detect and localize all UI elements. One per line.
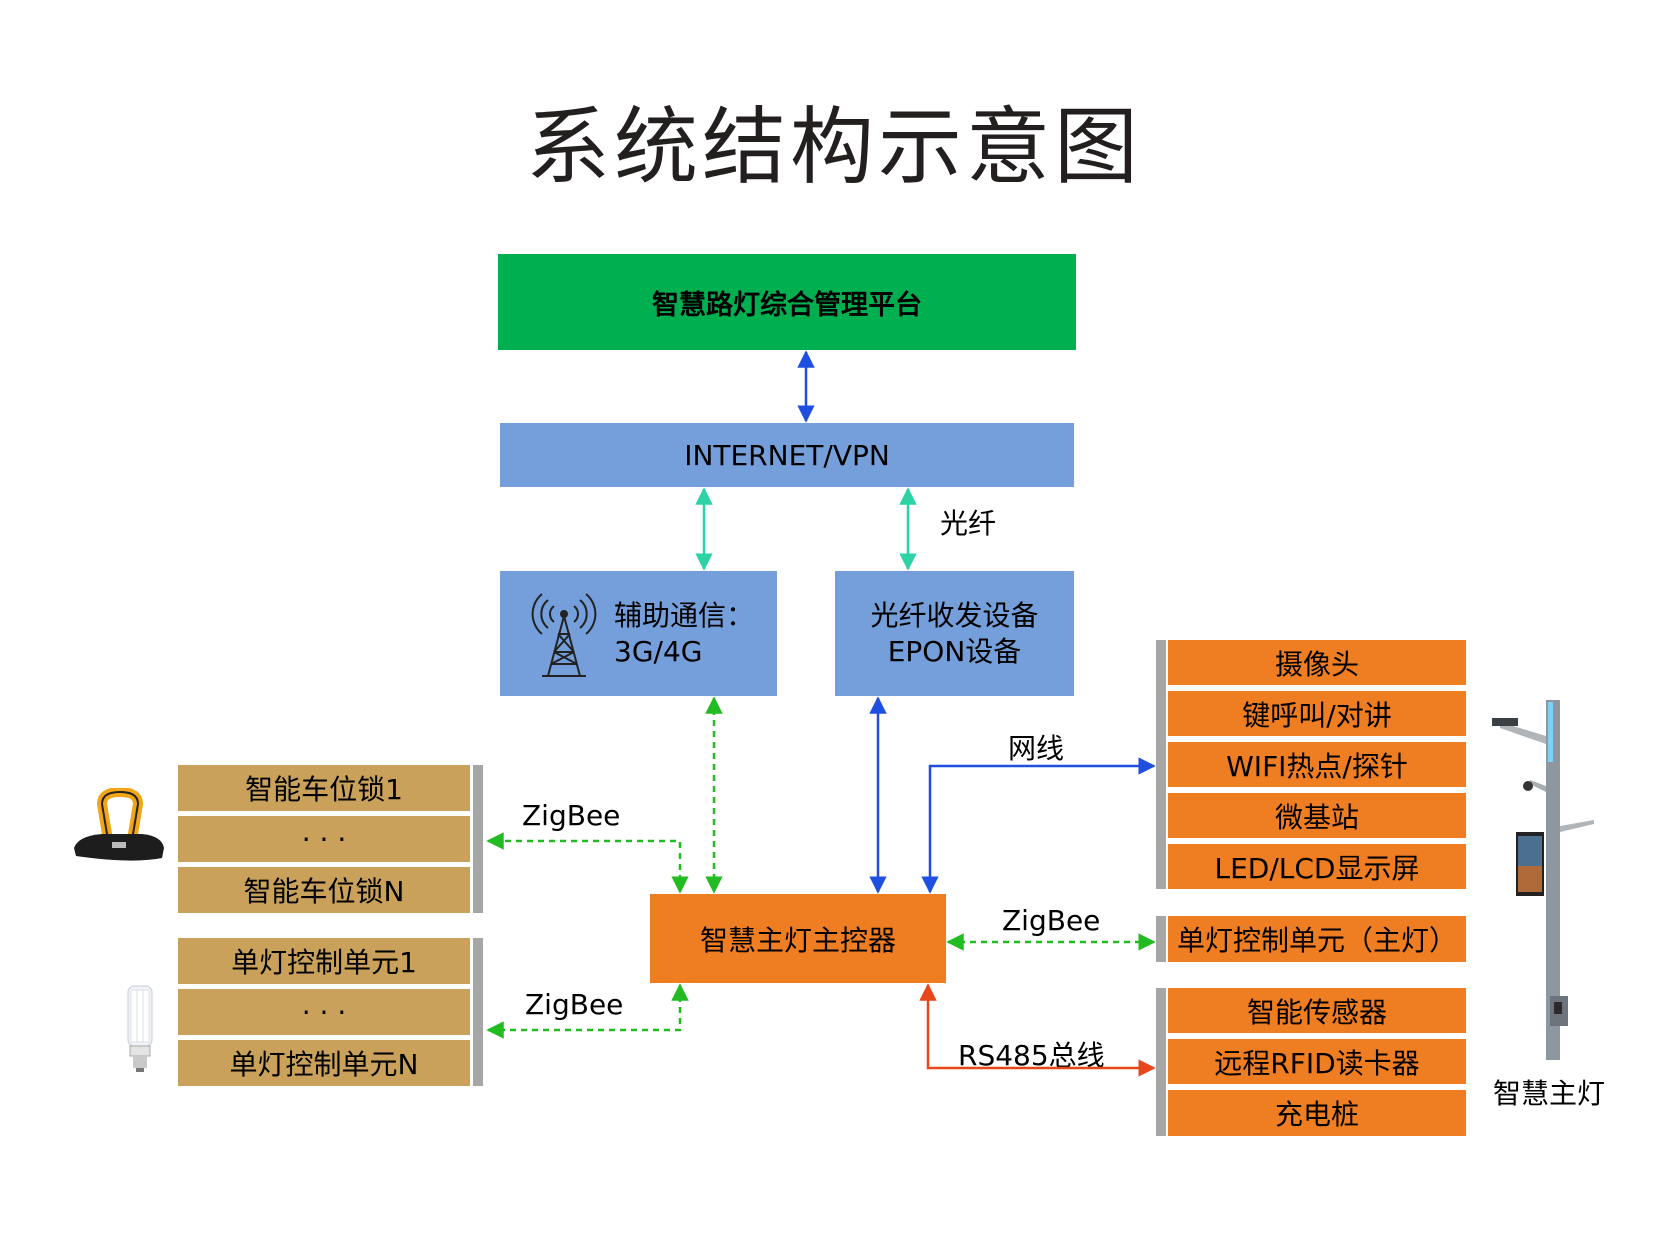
lamp-unit-ellipsis: · · ·: [178, 989, 470, 1035]
lamp-group-bar: [473, 938, 483, 1086]
charging-pile-item: 充电桩: [1168, 1090, 1466, 1136]
controller-parking-arrow: [486, 832, 689, 894]
smart-pole-label: 智慧主灯: [1493, 1077, 1606, 1110]
signal-tower-icon: [531, 592, 597, 677]
parking-group-bar: [473, 765, 483, 913]
intercom-item: 键呼叫/对讲: [1168, 691, 1466, 736]
fiber-box-label-2: EPON设备: [887, 634, 1022, 668]
bus-group-bar: [1156, 988, 1166, 1136]
parking-lock-1: 智能车位锁1: [178, 765, 470, 811]
aux-comm-label-2: 3G/4G: [614, 634, 703, 668]
main-lamp-control-unit: 单灯控制单元（主灯）: [1168, 916, 1466, 962]
page-title: 系统结构示意图: [525, 98, 1142, 196]
smart-sensor-item: 智能传感器: [1168, 988, 1466, 1033]
micro-base-station-item: 微基站: [1168, 793, 1466, 838]
lamp-unit-1: 单灯控制单元1: [178, 938, 470, 984]
management-platform-box: 智慧路灯综合管理平台: [498, 254, 1076, 350]
controller-bus-arrow: [919, 983, 1156, 1077]
fiber-transceiver-box: 光纤收发设备 EPON设备: [835, 571, 1074, 696]
controller-network-arrow: [921, 757, 1156, 894]
parking-lock-n: 智能车位锁N: [178, 867, 470, 913]
internet-vpn-box: INTERNET/VPN: [500, 423, 1074, 487]
aux-comm-label-1: 辅助通信：: [614, 598, 755, 632]
wifi-probe-item: WIFI热点/探针: [1168, 742, 1466, 787]
smart-pole-icon: [1492, 700, 1594, 1060]
display-screen-item: LED/LCD显示屏: [1168, 844, 1466, 889]
parking-lock-icon: [74, 788, 164, 861]
controller-lamps-arrow: [486, 983, 689, 1039]
camera-item: 摄像头: [1168, 640, 1466, 685]
led-bulb-icon: [127, 985, 153, 1072]
fiber-box-label-1: 光纤收发设备: [870, 598, 1039, 632]
main-controller-box: 智慧主灯主控器: [650, 894, 946, 983]
rfid-reader-item: 远程RFID读卡器: [1168, 1039, 1466, 1084]
zigbee-label-main-lamp: ZigBee: [1002, 904, 1101, 937]
parking-lock-ellipsis: · · ·: [178, 816, 470, 862]
main-lamp-unit-bar: [1156, 916, 1166, 962]
zigbee-label-parking: ZigBee: [522, 799, 621, 832]
lamp-unit-n: 单灯控制单元N: [178, 1040, 470, 1086]
fiber-label: 光纤: [940, 507, 997, 540]
aux-comm-box: 辅助通信： 3G/4G: [500, 571, 777, 696]
network-group-bar: [1156, 640, 1166, 889]
